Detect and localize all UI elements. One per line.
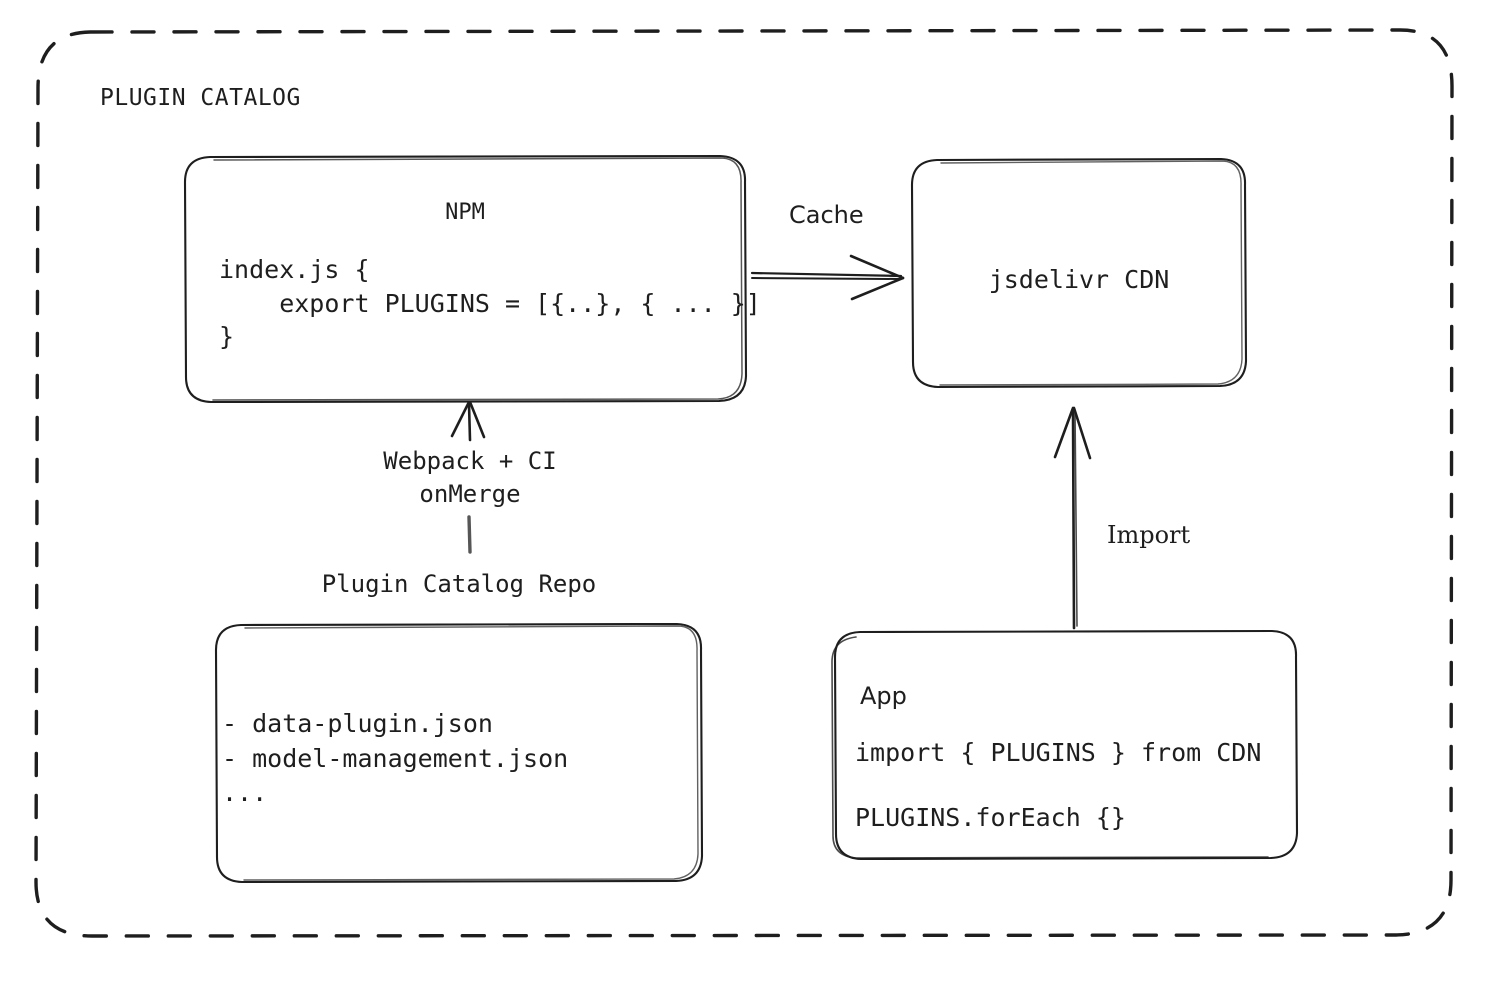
app-node-title: App (860, 682, 907, 710)
npm-node-code: index.js { export PLUGINS = [{..}, { ...… (219, 255, 761, 351)
repo-node-label: Plugin Catalog Repo (321, 570, 597, 598)
cdn-node-title: jsdelivr CDN (988, 265, 1170, 294)
plugin-catalog-title: PLUGIN CATALOG (100, 85, 301, 111)
import-arrow (1053, 406, 1092, 630)
build-edge-label: Webpack + CI onMerge (383, 447, 557, 509)
cache-arrow (750, 254, 905, 301)
repo-node-file-list: - data-plugin.json - model-management.js… (222, 709, 569, 807)
import-edge-label: Import (1107, 521, 1191, 549)
cache-edge-label: Cache (789, 201, 864, 229)
npm-node-title: NPM (445, 200, 485, 225)
app-node-import-line: import { PLUGINS } from CDN (855, 738, 1262, 767)
app-node-foreach-line: PLUGINS.forEach {} (855, 803, 1126, 832)
